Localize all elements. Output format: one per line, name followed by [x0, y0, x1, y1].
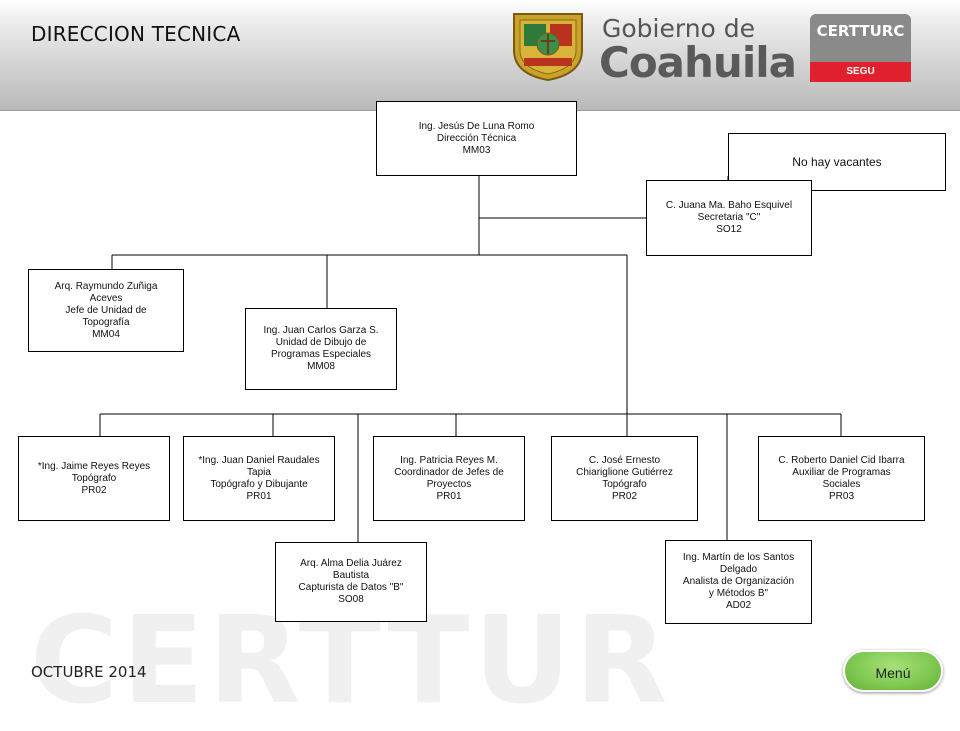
topografia-line-2: Aceves [89, 292, 123, 304]
staff2-line-2: Tapia [247, 466, 271, 478]
staff1-name: *Ing. Jaime Reyes Reyes [37, 460, 151, 472]
analista-line-4: y Métodos B" [708, 588, 769, 599]
dibujo-line-3: Programas Especiales [270, 349, 372, 360]
secretaria-title: Secretaria "C" [697, 212, 761, 223]
capturista-line-1: Arq. Alma Delia Juárez [300, 558, 402, 569]
org-box-dibujo: Ing. Juan Carlos Garza S. Unidad de Dibu… [245, 308, 397, 390]
director-name: Ing. Jesús De Luna Romo [418, 120, 535, 132]
secretaria-name: C. Juana Ma. Baho Esquivel [665, 200, 793, 211]
analista-line-3: Analista de Organización [682, 576, 795, 587]
topografia-line-1: Arq. Raymundo Zuñiga [54, 280, 158, 292]
staff4-line-1: C. José Ernesto [588, 454, 661, 466]
dibujo-line-2: Unidad de Dibujo de [275, 337, 367, 348]
coat-of-arms-icon [513, 13, 583, 82]
staff4-line-2: Chiariglione Gutiérrez [576, 466, 673, 478]
page-title: DIRECCION TECNICA [31, 22, 241, 46]
org-box-analista: Ing. Martín de los Santos Delgado Analis… [665, 540, 812, 624]
staff3-line-3: Proyectos [426, 478, 472, 490]
staff4-code: PR02 [611, 490, 637, 502]
topografia-line-4: Topografía [82, 316, 130, 328]
staff3-line-2: Coordinador de Jefes de [394, 466, 504, 478]
org-box-staff-1: *Ing. Jaime Reyes Reyes Topógrafo PR02 [18, 436, 170, 521]
dibujo-line-1: Ing. Juan Carlos Garza S. [263, 325, 379, 336]
director-title: Dirección Técnica [436, 132, 517, 144]
capturista-code: SO08 [338, 594, 364, 605]
org-box-capturista: Arq. Alma Delia Juárez Bautista Capturis… [275, 542, 427, 622]
org-box-staff-2: *Ing. Juan Daniel Raudales Tapia Topógra… [183, 436, 335, 521]
capturista-line-3: Capturista de Datos "B" [298, 582, 404, 593]
org-box-secretaria: C. Juana Ma. Baho Esquivel Secretaria "C… [646, 180, 812, 256]
staff2-line-1: *Ing. Juan Daniel Raudales [198, 454, 320, 466]
org-box-topografia: Arq. Raymundo Zuñiga Aceves Jefe de Unid… [28, 269, 184, 352]
org-box-staff-4: C. José Ernesto Chiariglione Gutiérrez T… [551, 436, 698, 521]
coahuila-label: Coahuila [599, 38, 797, 87]
staff2-line-3: Topógrafo y Dibujante [210, 478, 308, 490]
analista-line-2: Delgado [719, 564, 758, 575]
analista-line-1: Ing. Martín de los Santos [682, 552, 795, 563]
staff3-code: PR01 [436, 490, 462, 502]
org-box-director: Ing. Jesús De Luna Romo Dirección Técnic… [376, 101, 577, 176]
org-box-staff-3: Ing. Patricia Reyes M. Coordinador de Je… [373, 436, 525, 521]
director-code: MM03 [462, 144, 491, 156]
capturista-line-2: Bautista [332, 570, 370, 581]
staff2-code: PR01 [246, 490, 272, 502]
menu-button[interactable]: Menú [843, 650, 943, 692]
topografia-code: MM04 [92, 328, 120, 340]
segu-logo-text: SEGU [810, 62, 911, 82]
secretaria-code: SO12 [716, 224, 742, 235]
footer-date: OCTUBRE 2014 [31, 663, 147, 681]
staff3-line-1: Ing. Patricia Reyes M. [400, 454, 498, 466]
header-bar: DIRECCION TECNICA Gobierno de Coahuila C… [0, 0, 960, 111]
vacantes-text: No hay vacantes [792, 155, 882, 169]
staff5-line-3: Sociales [822, 478, 861, 490]
dibujo-code: MM08 [307, 361, 335, 372]
topografia-line-3: Jefe de Unidad de [65, 304, 147, 316]
staff1-title: Topógrafo [71, 472, 117, 484]
staff5-line-1: C. Roberto Daniel Cid Ibarra [778, 454, 905, 466]
staff1-code: PR02 [81, 484, 107, 496]
gobierno-label: Gobierno de [602, 14, 756, 43]
staff4-line-3: Topógrafo [602, 478, 647, 490]
org-box-staff-5: C. Roberto Daniel Cid Ibarra Auxiliar de… [758, 436, 925, 521]
certturc-logo-text: CERTTURC [816, 22, 905, 40]
analista-code: AD02 [725, 600, 751, 611]
certturc-logo: CERTTURC SEGU [810, 14, 911, 82]
staff5-code: PR03 [828, 490, 854, 502]
staff5-line-2: Auxiliar de Programas [792, 466, 891, 478]
